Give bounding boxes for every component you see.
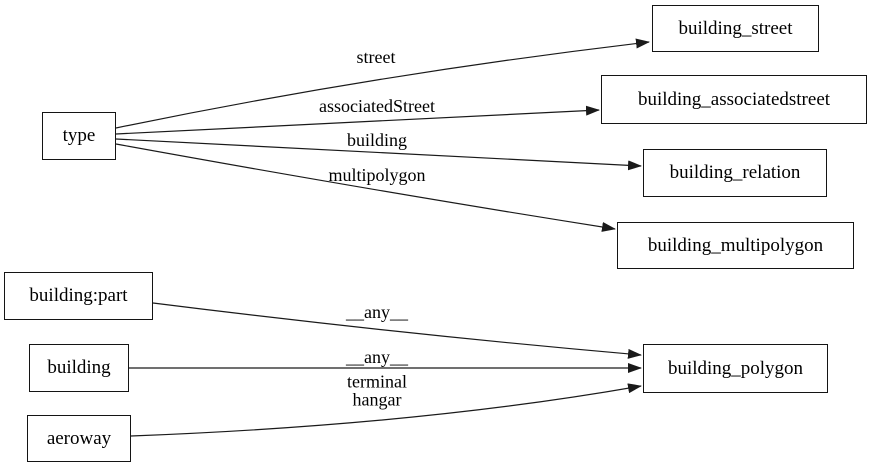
edge-label-type-to-building_associatedstreet: associatedStreet (319, 95, 435, 116)
edge-type-to-building_street (115, 38, 650, 129)
node-label: building_polygon (667, 357, 804, 379)
node-building_associatedstreet: building_associatedstreet (601, 75, 867, 124)
edge-label-type-to-building_relation: building (346, 129, 408, 150)
node-building: building (29, 344, 129, 392)
edge-label-building-to-building_polygon: __any__ (346, 346, 408, 367)
edges-group (115, 38, 650, 437)
edge-label-type-to-building_street: street (356, 46, 396, 67)
node-building_relation: building_relation (643, 149, 827, 197)
node-label: building_multipolygon (647, 234, 824, 256)
node-building_multipolygon: building_multipolygon (617, 222, 854, 269)
node-building_part: building:part (4, 272, 153, 320)
edge-aeroway-to-building_polygon (130, 383, 642, 437)
node-label: building (47, 357, 111, 378)
node-label: building_street (678, 17, 793, 39)
node-label: aeroway (46, 427, 112, 449)
node-label: building_relation (669, 162, 801, 183)
node-building_polygon: building_polygon (643, 344, 828, 393)
node-label: building:part (29, 285, 128, 306)
node-label: building_associatedstreet (637, 88, 831, 110)
edge-label-aeroway-to-building_polygon: terminal hangar (347, 371, 407, 410)
node-building_street: building_street (652, 5, 819, 52)
edge-type-to-building_associatedstreet (115, 105, 600, 135)
edge-label-type-to-building_multipolygon: multipolygon (328, 164, 426, 185)
node-label: type (62, 125, 96, 146)
edge-label-building_part-to-building_polygon: __any__ (346, 301, 408, 322)
edge-building_part-to-building_polygon (152, 302, 642, 359)
edge-type-to-building_multipolygon (115, 143, 616, 232)
node-type: type (42, 112, 116, 160)
node-aeroway: aeroway (27, 415, 131, 462)
edge-type-to-building_relation (115, 138, 642, 171)
